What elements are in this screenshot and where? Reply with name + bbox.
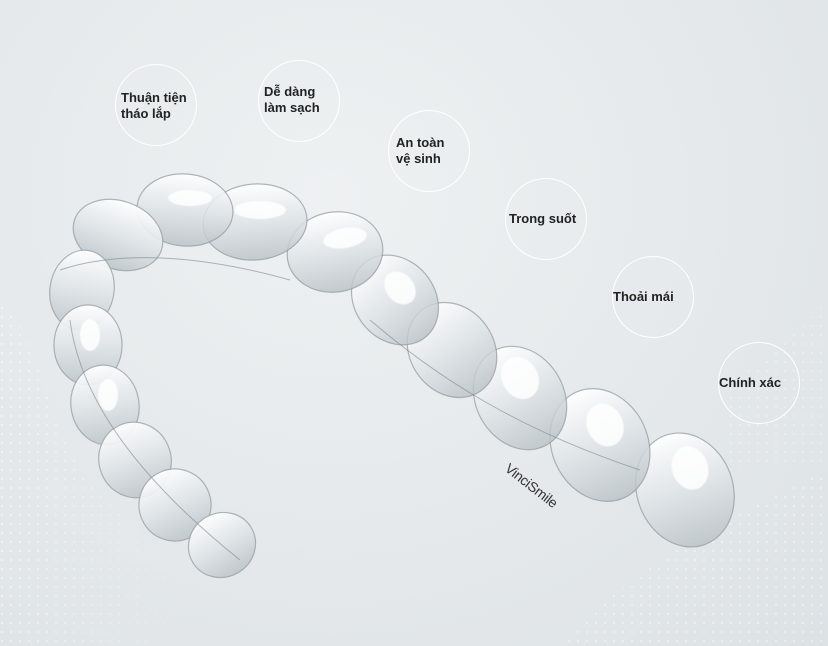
feature-ring	[718, 342, 800, 424]
feature-ring	[258, 60, 340, 142]
feature-transparent: Trong suốt	[505, 178, 587, 260]
feature-label: An toàn vệ sinh	[396, 135, 445, 166]
feature-ring	[115, 64, 197, 146]
feature-easy-clean: Dễ dàng làm sạch	[258, 60, 340, 142]
feature-label: Thuận tiện tháo lắp	[121, 90, 187, 121]
feature-precise: Chính xác	[718, 342, 800, 424]
feature-convenient: Thuận tiện tháo lắp	[115, 64, 197, 146]
feature-ring	[612, 256, 694, 338]
feature-label: Thoải mái	[613, 289, 674, 304]
feature-label: Dễ dàng làm sạch	[264, 84, 320, 115]
feature-comfortable: Thoải mái	[612, 256, 694, 338]
feature-label: Trong suốt	[509, 211, 577, 226]
feature-label: Chính xác	[719, 375, 782, 390]
feature-hygienic: An toàn vệ sinh	[388, 110, 470, 192]
feature-ring	[388, 110, 470, 192]
feature-ring	[505, 178, 587, 260]
